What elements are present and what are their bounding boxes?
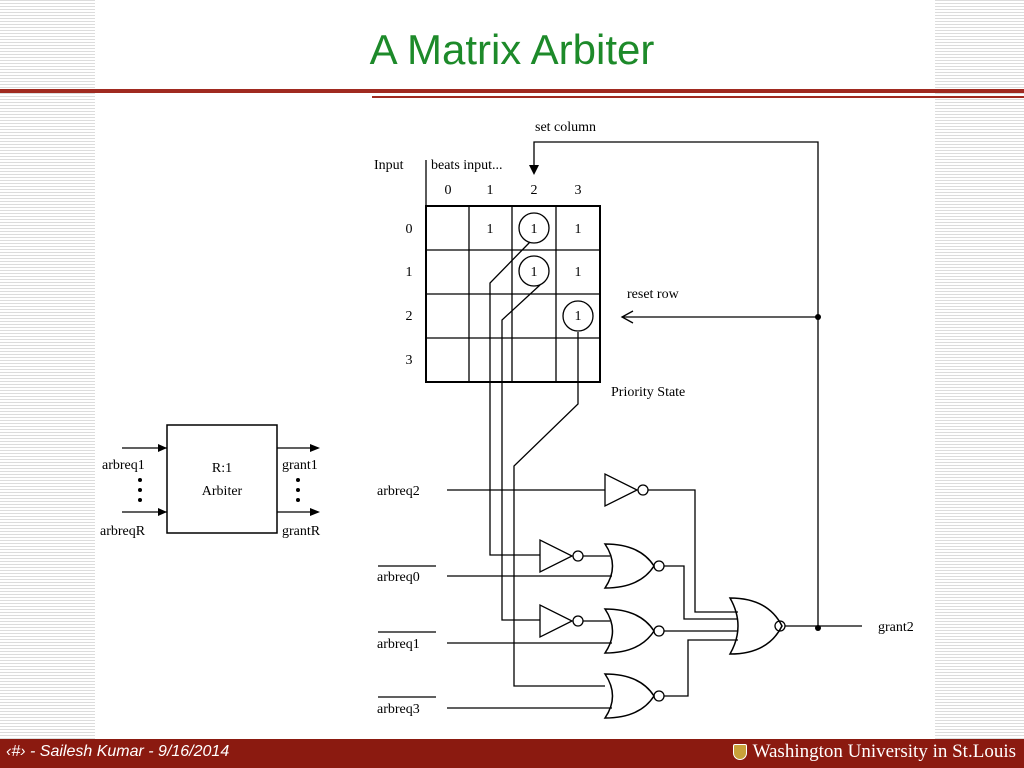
wire-cell-1-2 (501, 284, 541, 621)
ellipsis-dot-left-3 (138, 498, 142, 502)
left-stripe-decoration (0, 0, 95, 768)
grant2-label: grant2 (878, 620, 914, 635)
arbreq1-arrowhead (158, 444, 167, 452)
nor0-to-final-wire (664, 565, 738, 620)
nor3-to-final-wire (664, 639, 738, 697)
inverter-cell-1-2-bubble (572, 615, 584, 627)
priority-matrix-grid (425, 160, 601, 383)
ellipsis-dot-left-2 (138, 488, 142, 492)
arbreq2-inverter (604, 472, 639, 508)
diagram-canvas: set column Input beats input... 0 1 2 3 … (95, 112, 935, 724)
matrix-arbiter-diagram: set column Input beats input... 0 1 2 3 … (100, 120, 914, 719)
nor-gate-1 (603, 608, 655, 654)
cell-1-2: 1 (531, 265, 538, 280)
arbiter-box-line2: Arbiter (202, 484, 243, 499)
ellipsis-dot-right-1 (296, 478, 300, 482)
reset-row-arrowhead (620, 310, 634, 324)
title-rule-thin (372, 96, 1024, 98)
row-header-2: 2 (406, 309, 413, 324)
arbreqR-label: arbreqR (100, 524, 146, 539)
reset-row-junction (815, 314, 821, 320)
university-shield-icon (732, 744, 747, 760)
arbreq0-bar-label: arbreq0 (377, 570, 420, 585)
nor-gate-3 (603, 673, 655, 719)
col-header-3: 3 (575, 183, 582, 198)
arbreq1-left-label: arbreq1 (102, 458, 145, 473)
inverter-cell-0-2-bubble (572, 550, 584, 562)
cell-2-3: 1 (575, 309, 582, 324)
nor-gate-0-bubble (653, 560, 665, 572)
footer-university: Washington University in St.Louis (732, 741, 1016, 763)
final-nor-gate (728, 597, 783, 655)
cell-0-2: 1 (531, 222, 538, 237)
grantR-label: grantR (282, 524, 321, 539)
priority-state-label: Priority State (611, 385, 685, 400)
arbreqR-arrowhead (158, 508, 167, 516)
ellipsis-dot-left-1 (138, 478, 142, 482)
nor-gate-0 (603, 543, 655, 589)
slide-title: A Matrix Arbiter (369, 26, 655, 73)
cell-0-3: 1 (575, 222, 582, 237)
arbreq2-inverter-bubble (637, 484, 649, 496)
wire-cell-0-2 (489, 241, 540, 556)
col-header-0: 0 (445, 183, 452, 198)
grant1-arrowhead (310, 444, 320, 452)
grantR-arrowhead (310, 508, 320, 516)
footer-bar: ‹#› - Sailesh Kumar - 9/16/2014 Washingt… (0, 739, 1024, 768)
inverter-cell-0-2 (539, 538, 574, 574)
inverter-cell-1-2 (539, 603, 574, 639)
rx1-arbiter-box (166, 424, 278, 534)
ellipsis-dot-right-3 (296, 498, 300, 502)
arbreq2-to-final-wire (648, 489, 738, 613)
arbreq2-label: arbreq2 (377, 484, 420, 499)
arbreq3-bar-label: arbreq3 (377, 702, 420, 717)
row-header-1: 1 (406, 265, 413, 280)
circled-cell-1-2 (518, 255, 550, 287)
nor-gate-1-bubble (653, 625, 665, 637)
footer-university-name: Washington University in St.Louis (752, 741, 1016, 762)
grant2-junction (815, 625, 821, 631)
circled-cell-0-2 (518, 212, 550, 244)
reset-row-label: reset row (627, 287, 680, 302)
set-column-wire (533, 141, 819, 628)
input-label: Input (374, 158, 404, 173)
ellipsis-dot-right-2 (296, 488, 300, 492)
nor-gate-3-bubble (653, 690, 665, 702)
circled-cell-2-3 (562, 300, 594, 332)
grant1-label: grant1 (282, 458, 318, 473)
arbreq1-bar-label: arbreq1 (377, 637, 420, 652)
row-header-0: 0 (406, 222, 413, 237)
right-stripe-decoration (935, 0, 1024, 768)
beats-input-label: beats input... (431, 158, 503, 173)
row-header-3: 3 (406, 353, 413, 368)
set-column-label: set column (535, 120, 596, 135)
col-header-1: 1 (487, 183, 494, 198)
title-rule-thick (0, 89, 1024, 93)
footer-slide-info: ‹#› - Sailesh Kumar - 9/16/2014 (6, 743, 230, 760)
cell-1-3: 1 (575, 265, 582, 280)
arbiter-box-line1: R:1 (212, 461, 232, 476)
cell-0-1: 1 (487, 222, 494, 237)
matrix-cells: 1 1 1 1 1 1 (487, 222, 582, 324)
set-column-arrowhead (529, 165, 539, 175)
col-header-2: 2 (531, 183, 538, 198)
wire-cell-2-3 (513, 332, 605, 687)
